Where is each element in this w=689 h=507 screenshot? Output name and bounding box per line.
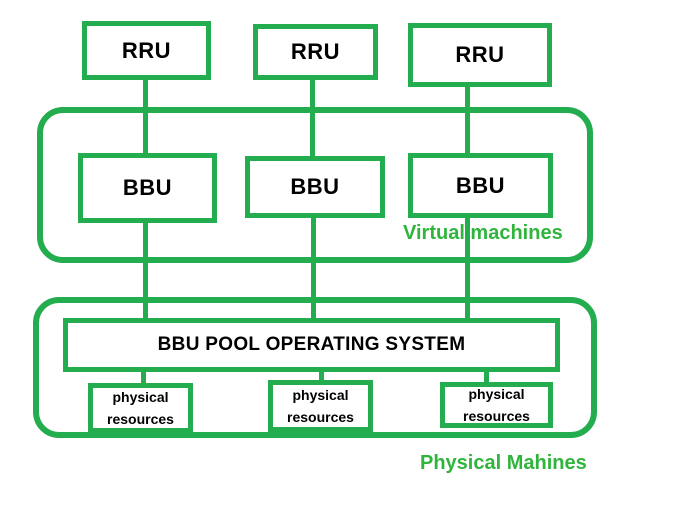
bbu-box-2: BBU (245, 156, 385, 218)
physical-machines-label: Physical Mahines (420, 452, 587, 474)
bbu-box-1-label: BBU (122, 175, 173, 200)
physical-resources-box-3: physical resources (440, 382, 553, 428)
bbu-box-3-label: BBU (455, 172, 506, 198)
physical-resources-box-1: physical resources (88, 383, 193, 433)
connector-os-pr2 (319, 370, 324, 382)
bbu-pool-os-label: BBU POOL OPERATING SYSTEM (157, 334, 466, 355)
rru-box-1: RRU (82, 21, 211, 80)
physical-resources-box-1-label: physical resources (107, 389, 174, 427)
rru-box-2: RRU (253, 24, 378, 80)
connector-bbu1-os (143, 220, 148, 320)
virtual-machines-label: Virtual machines (403, 222, 563, 244)
bbu-box-3: BBU (408, 153, 553, 218)
physical-resources-box-2-label: physical resources (287, 387, 354, 425)
bbu-pool-os-box: BBU POOL OPERATING SYSTEM (63, 318, 560, 372)
physical-resources-box-2: physical resources (268, 380, 373, 432)
rru-box-2-label: RRU (290, 39, 341, 64)
connector-rru2-bbu2 (310, 78, 315, 159)
connector-bbu3-os (465, 216, 470, 320)
connector-os-pr1 (141, 370, 146, 385)
rru-box-3: RRU (408, 23, 552, 87)
bbu-box-1: BBU (78, 153, 217, 223)
connector-rru3-bbu3 (465, 85, 470, 155)
connector-bbu2-os (311, 216, 316, 320)
rru-box-1-label: RRU (121, 37, 172, 63)
connector-rru1-bbu1 (143, 78, 148, 156)
rru-box-3-label: RRU (455, 42, 505, 67)
connector-os-pr3 (484, 370, 489, 384)
physical-resources-box-3-label: physical resources (463, 386, 530, 424)
bbu-box-2-label: BBU (290, 174, 340, 199)
